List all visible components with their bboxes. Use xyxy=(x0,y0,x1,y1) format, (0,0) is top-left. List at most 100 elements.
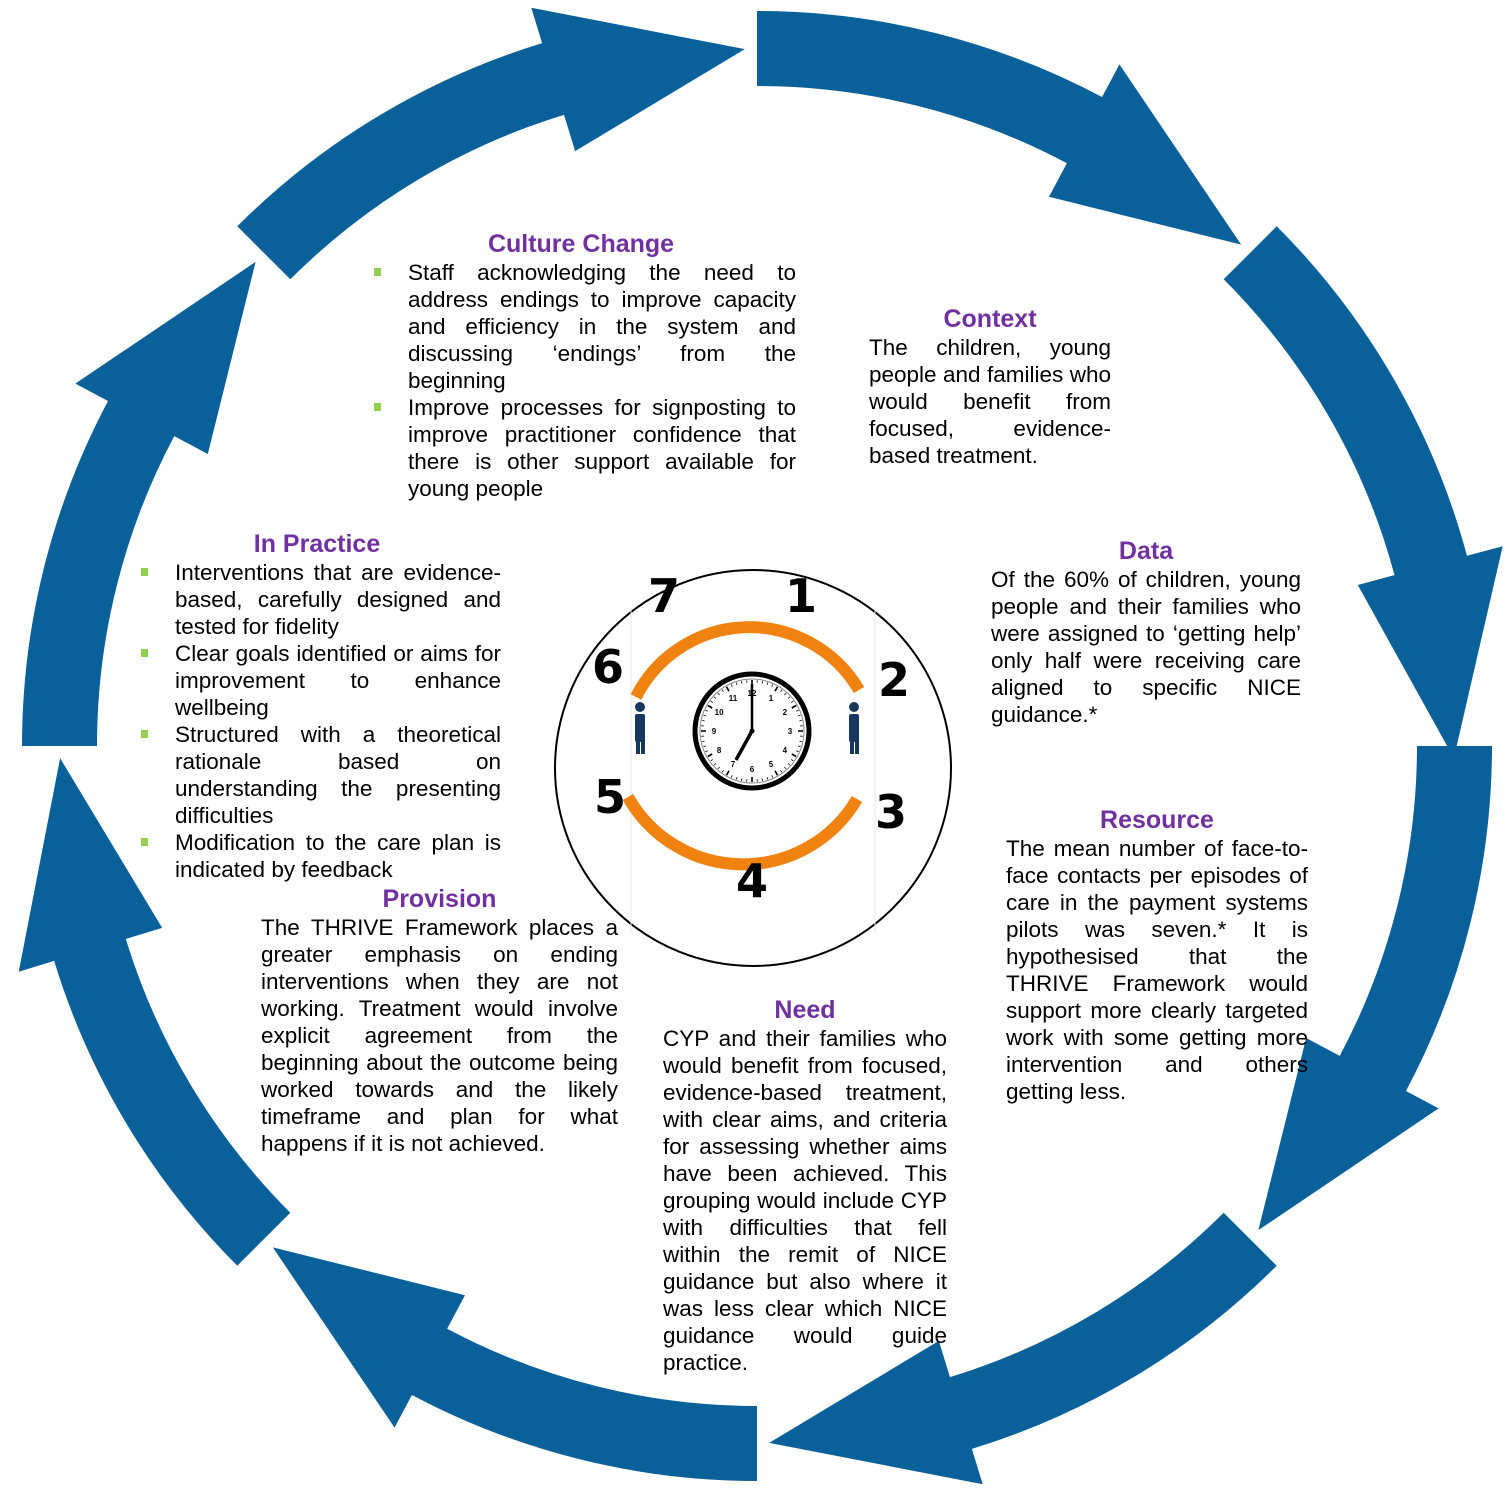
resource-block: Resource The mean number of face-to-face… xyxy=(1006,805,1308,1105)
dial-tick xyxy=(707,753,713,758)
wall-clock-icon: 121234567891011 xyxy=(692,671,812,791)
bullet-icon xyxy=(141,838,148,846)
clock-circle-graphic: 121234567891011 xyxy=(554,569,952,967)
dial-tick xyxy=(717,766,720,770)
dial-tick xyxy=(721,770,724,773)
data-block: Data Of the 60% of children, young peopl… xyxy=(991,536,1301,728)
dial-tick xyxy=(703,714,706,717)
dial-tick xyxy=(787,763,791,766)
dial-tick xyxy=(780,689,783,692)
dial-tick xyxy=(710,759,713,762)
dial-tick xyxy=(761,778,763,781)
dial-tick xyxy=(774,770,779,776)
in-practice-title: In Practice xyxy=(253,530,381,558)
dial-tick xyxy=(703,745,706,748)
step-number-4: 4 xyxy=(736,854,769,908)
dial-tick xyxy=(787,696,791,699)
dial-tick xyxy=(784,766,787,770)
orange-arc-bottom xyxy=(622,794,863,871)
cycle-arrow-segment-4 xyxy=(769,1212,1277,1485)
resource-title: Resource xyxy=(1100,806,1214,834)
hour-hand xyxy=(734,730,754,761)
dial-tick xyxy=(761,681,763,684)
dial-tick xyxy=(741,681,743,684)
dial-tick xyxy=(791,700,794,703)
list-item: Structured with a theoretical rationale … xyxy=(133,721,501,829)
right-person-icon xyxy=(849,702,859,754)
dial-tick xyxy=(771,684,774,687)
dial-tick xyxy=(796,709,799,712)
orange-arc-top xyxy=(630,621,865,700)
dial-number: 9 xyxy=(712,727,717,736)
context-block: Context The children, young people and f… xyxy=(869,304,1111,469)
bullet-icon xyxy=(374,268,381,276)
dial-tick xyxy=(799,740,802,742)
cycle-arrow-segment-7 xyxy=(22,261,256,746)
cycle-arrow-segment-8 xyxy=(237,7,745,280)
dial-tick xyxy=(725,686,730,692)
data-title: Data xyxy=(1118,537,1174,565)
dial-number: 10 xyxy=(715,708,724,717)
dial-tick xyxy=(741,778,743,781)
dial-number: 8 xyxy=(717,746,722,755)
dial-tick xyxy=(730,684,733,687)
dial-number: 2 xyxy=(783,708,788,717)
dial-tick xyxy=(791,759,794,762)
cycle-arrow-segment-1 xyxy=(757,11,1242,245)
provision-title: Provision xyxy=(382,885,497,913)
context-body: The children, young people and families … xyxy=(869,335,1111,468)
central-clock-graphic: 121234567891011 1 2 3 4 5 6 7 xyxy=(553,568,953,973)
dial-tick xyxy=(784,692,787,696)
cycle-arrow-segment-5 xyxy=(272,1247,757,1481)
provision-block: Provision The THRIVE Framework places a … xyxy=(261,884,618,1157)
dial-tick xyxy=(771,775,774,778)
list-item: Interventions that are evidence-based, c… xyxy=(133,559,501,640)
dial-tick xyxy=(730,775,733,778)
bullet-icon xyxy=(141,730,148,738)
culture-change-title: Culture Change xyxy=(487,230,675,258)
left-person-icon xyxy=(635,702,645,754)
dial-number: 1 xyxy=(769,694,774,703)
culture-change-block: Culture Change Staff acknowledging the n… xyxy=(366,229,796,502)
step-number-7: 7 xyxy=(648,569,681,623)
need-block: Need CYP and their families who would be… xyxy=(663,995,947,1376)
list-item: Modification to the care plan is indicat… xyxy=(133,829,501,883)
bullet-icon xyxy=(141,649,148,657)
dial-tick xyxy=(713,763,717,766)
dial-tick xyxy=(705,709,708,712)
list-item: Clear goals identified or aims for impro… xyxy=(133,640,501,721)
dial-number: 4 xyxy=(783,746,788,755)
dial-tick xyxy=(735,682,738,685)
context-title: Context xyxy=(943,305,1037,333)
dial-tick xyxy=(774,686,779,692)
step-number-3: 3 xyxy=(875,785,908,839)
dial-tick xyxy=(796,750,799,753)
need-title: Need xyxy=(774,996,836,1024)
dial-tick xyxy=(766,682,769,685)
bullet-icon xyxy=(374,403,381,411)
dial-number: 6 xyxy=(750,765,755,774)
dial-tick xyxy=(717,692,720,696)
dial-tick xyxy=(798,745,801,748)
dial-tick xyxy=(707,704,713,709)
dial-number: 7 xyxy=(731,760,736,769)
cycle-arrow-segment-3 xyxy=(1258,746,1492,1231)
resource-body: The mean number of face-to-face contacts… xyxy=(1006,836,1308,1104)
cycle-arrow-segment-6 xyxy=(18,758,291,1266)
dial-tick xyxy=(710,700,713,703)
step-number-5: 5 xyxy=(594,770,627,824)
dial-tick xyxy=(721,689,724,692)
in-practice-list: Interventions that are evidence-based, c… xyxy=(133,559,501,883)
dial-tick xyxy=(766,777,769,780)
step-number-6: 6 xyxy=(592,640,625,694)
dial-number: 5 xyxy=(769,760,774,769)
need-body: CYP and their families who would benefit… xyxy=(663,1026,947,1375)
step-number-2: 2 xyxy=(878,653,911,707)
dial-tick xyxy=(735,777,738,780)
dial-tick xyxy=(702,720,705,722)
culture-change-list: Staff acknowledging the need to address … xyxy=(366,259,796,502)
step-number-1: 1 xyxy=(785,569,818,623)
dial-tick xyxy=(780,770,783,773)
in-practice-block: In Practice Interventions that are evide… xyxy=(133,529,501,883)
